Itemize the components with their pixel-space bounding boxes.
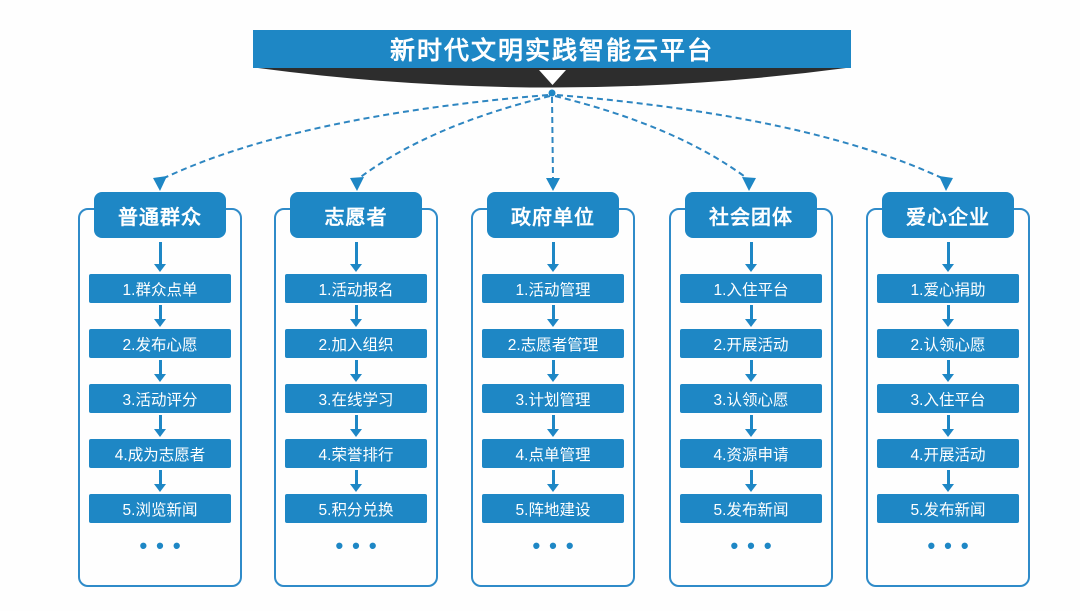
ellipsis-dots: ••• [139, 533, 190, 558]
down-arrow [354, 360, 358, 374]
down-arrow [551, 470, 555, 484]
down-arrow [946, 415, 950, 429]
flow-step: 2.发布心愿 [89, 329, 231, 358]
down-arrow [551, 415, 555, 429]
flow-step: 5.发布新闻 [680, 494, 822, 523]
down-arrow-icon [539, 70, 566, 85]
flow-step: 1.活动报名 [285, 274, 427, 303]
flow-step: 4.荣誉排行 [285, 439, 427, 468]
down-arrow [946, 305, 950, 319]
down-arrow [946, 360, 950, 374]
flow-step: 5.阵地建设 [482, 494, 624, 523]
column-header: 社会团体 [685, 192, 817, 238]
connector-curve-3 [551, 96, 554, 180]
down-arrow [158, 470, 162, 484]
down-arrow [551, 305, 555, 319]
down-arrow [749, 305, 753, 319]
connector-arrowhead-2 [350, 177, 364, 191]
flow-step: 3.活动评分 [89, 384, 231, 413]
flow-step: 1.入住平台 [680, 274, 822, 303]
down-arrow [158, 305, 162, 319]
down-arrow [749, 415, 753, 429]
down-arrow [158, 415, 162, 429]
flow-step: 5.浏览新闻 [89, 494, 231, 523]
flow-step: 4.资源申请 [680, 439, 822, 468]
down-arrow [946, 470, 950, 484]
down-arrow [551, 242, 555, 264]
down-arrow [551, 360, 555, 374]
down-arrow [354, 470, 358, 484]
flow-steps: 1.爱心捐助 2.认领心愿 3.入住平台 4.开展活动 5.发布新闻 ••• [868, 239, 1028, 557]
ellipsis-dots: ••• [335, 533, 386, 558]
flow-steps: 1.入住平台 2.开展活动 3.认领心愿 4.资源申请 5.发布新闻 ••• [671, 239, 831, 557]
connector-arrowhead-1 [153, 176, 167, 191]
flow-step: 2.加入组织 [285, 329, 427, 358]
column-government-units: 政府单位 1.活动管理 2.志愿者管理 3.计划管理 4.点单管理 5.阵地建设… [471, 192, 635, 587]
column-caring-enterprises: 爱心企业 1.爱心捐助 2.认领心愿 3.入住平台 4.开展活动 5.发布新闻 … [866, 192, 1030, 587]
flow-step: 1.群众点单 [89, 274, 231, 303]
column-general-public: 普通群众 1.群众点单 2.发布心愿 3.活动评分 4.成为志愿者 5.浏览新闻… [78, 192, 242, 587]
column-header: 志愿者 [290, 192, 422, 238]
flow-step: 2.志愿者管理 [482, 329, 624, 358]
down-arrow [749, 360, 753, 374]
flow-step: 5.发布新闻 [877, 494, 1019, 523]
connector-arrowhead-4 [742, 177, 756, 191]
down-arrow [946, 242, 950, 264]
flow-step: 3.计划管理 [482, 384, 624, 413]
flow-step: 4.开展活动 [877, 439, 1019, 468]
column-header: 政府单位 [487, 192, 619, 238]
ellipsis-dots: ••• [730, 533, 781, 558]
flow-step: 3.在线学习 [285, 384, 427, 413]
flow-step: 5.积分兑换 [285, 494, 427, 523]
platform-title-banner: 新时代文明实践智能云平台 [253, 30, 851, 68]
down-arrow [354, 415, 358, 429]
column-social-organizations: 社会团体 1.入住平台 2.开展活动 3.认领心愿 4.资源申请 5.发布新闻 … [669, 192, 833, 587]
flow-step: 2.认领心愿 [877, 329, 1019, 358]
platform-title: 新时代文明实践智能云平台 [389, 37, 714, 65]
flow-step: 3.认领心愿 [680, 384, 822, 413]
flow-step: 4.成为志愿者 [89, 439, 231, 468]
ellipsis-dots: ••• [927, 533, 978, 558]
down-arrow [158, 360, 162, 374]
flow-steps: 1.群众点单 2.发布心愿 3.活动评分 4.成为志愿者 5.浏览新闻 ••• [80, 239, 240, 557]
down-arrow [354, 305, 358, 319]
down-arrow [749, 242, 753, 264]
flow-step: 3.入住平台 [877, 384, 1019, 413]
flow-step: 2.开展活动 [680, 329, 822, 358]
connector-curve-5 [556, 94, 945, 180]
ellipsis-dots: ••• [532, 533, 583, 558]
flow-step: 1.活动管理 [482, 274, 624, 303]
connector-arrowhead-3 [546, 178, 560, 191]
column-header: 普通群众 [94, 192, 226, 238]
flow-step: 4.点单管理 [482, 439, 624, 468]
connector-arrowhead-5 [939, 176, 953, 191]
connector-curve-1 [161, 94, 549, 180]
connector-curve-4 [554, 95, 749, 180]
flow-steps: 1.活动管理 2.志愿者管理 3.计划管理 4.点单管理 5.阵地建设 ••• [473, 239, 633, 557]
down-arrow [158, 242, 162, 264]
connector-node [548, 89, 556, 97]
column-volunteers: 志愿者 1.活动报名 2.加入组织 3.在线学习 4.荣誉排行 5.积分兑换 •… [274, 192, 438, 587]
down-arrow [354, 242, 358, 264]
connector-curve-2 [357, 95, 551, 180]
column-header: 爱心企业 [882, 192, 1014, 238]
flow-step: 1.爱心捐助 [877, 274, 1019, 303]
flow-steps: 1.活动报名 2.加入组织 3.在线学习 4.荣誉排行 5.积分兑换 ••• [276, 239, 436, 557]
down-arrow [749, 470, 753, 484]
